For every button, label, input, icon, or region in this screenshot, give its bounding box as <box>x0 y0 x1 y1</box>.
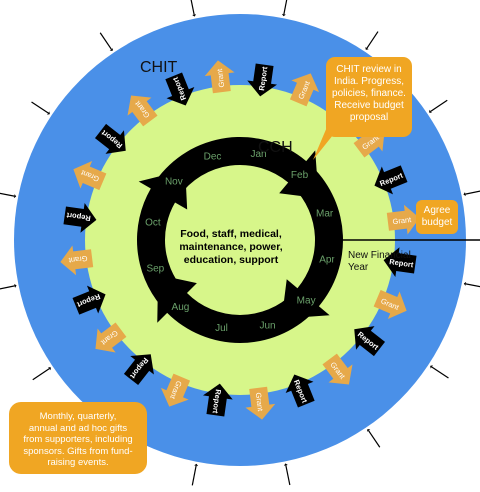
gifts-callout: Monthly, quarterly, annual and ad hoc gi… <box>9 402 147 474</box>
report-arrow: Report <box>63 203 97 233</box>
report-arrow: Report <box>285 374 315 408</box>
gifts-line-4: sponsors. Gifts from fund- <box>23 445 133 457</box>
new-financial-year-line-2: Year <box>348 262 369 273</box>
budget-line-2: budget <box>421 217 453 228</box>
report-arrow: Report <box>203 383 233 417</box>
report-arrow: Report <box>374 165 408 195</box>
cycle-arrows <box>137 137 343 344</box>
review-line-1: CHIT review in <box>336 64 402 75</box>
grant-arrow: Grant <box>289 73 320 107</box>
center-text-line-2: maintenance, power, <box>179 241 282 253</box>
review-line-2: India. Progress, <box>333 76 405 87</box>
grant-arrow-label: Grant <box>392 215 413 226</box>
gift-arrow <box>0 283 17 290</box>
grant-arrow-label: Grant <box>215 67 226 88</box>
gift-arrow <box>463 190 480 197</box>
gift-arrow <box>0 192 17 199</box>
month-label-jan: Jan <box>250 149 266 160</box>
grant-arrow: Grant <box>73 160 107 191</box>
cycle-arrow-1 <box>155 137 319 199</box>
chit-review-callout: CHIT review in India. Progress, policies… <box>326 57 412 137</box>
cycle-arrow-4 <box>137 169 188 307</box>
report-arrow: Report <box>94 123 126 154</box>
financial-year-arrow-head <box>330 264 340 272</box>
report-grant-arrow-ring: ReportGrantReportGrantReportGrantReportG… <box>60 60 420 420</box>
center-text: Food, staff, medical, maintenance, power… <box>179 228 282 266</box>
report-arrow-label: Report <box>257 66 269 92</box>
center-text-line-1: Food, staff, medical, <box>180 228 282 240</box>
gift-arrow <box>281 0 288 17</box>
new-financial-year-line-1: New Financial <box>348 250 411 261</box>
cycle-arrow-3 <box>157 274 313 344</box>
gift-arrow <box>31 101 50 115</box>
month-label-mar: Mar <box>316 208 334 219</box>
gift-arrow <box>365 31 379 50</box>
report-arrow: Report <box>165 72 195 106</box>
month-label-jun: Jun <box>259 321 275 332</box>
gifts-line-3: from supporters, including <box>23 434 133 445</box>
gift-arrow <box>191 463 199 486</box>
review-line-5: proposal <box>349 112 389 123</box>
agree-budget-callout: Agree budget <box>416 200 458 234</box>
grant-arrow: Grant <box>373 289 407 320</box>
gift-arrow <box>32 366 51 381</box>
month-label-jul: Jul <box>215 323 228 334</box>
gifts-line-2: annual and ad hoc gifts <box>28 422 128 434</box>
gift-arrow <box>366 429 381 448</box>
new-financial-year-marker: New Financial Year <box>318 239 480 273</box>
report-arrow: Report <box>72 285 106 315</box>
month-label-may: May <box>297 296 316 307</box>
grant-arrow-label: Grant <box>254 392 265 413</box>
grant-arrow: Grant <box>245 386 276 420</box>
month-label-feb: Feb <box>291 170 309 181</box>
gift-arrow <box>430 365 449 379</box>
budget-line-1: Agree <box>423 205 451 216</box>
gift-arrow <box>190 0 197 17</box>
report-arrow: Report <box>383 247 417 277</box>
gift-arrow <box>429 99 448 114</box>
cycle-arrow-2 <box>281 167 343 319</box>
grant-arrow: Grant <box>60 245 94 276</box>
gift-arrow <box>463 281 480 288</box>
month-label-nov: Nov <box>165 176 183 187</box>
cch-label: CCH <box>258 139 293 156</box>
grant-arrow: Grant <box>127 95 158 127</box>
report-arrow: Report <box>247 63 277 97</box>
month-label-aug: Aug <box>172 302 190 313</box>
report-arrow-label: Report <box>66 211 92 223</box>
grant-arrow: Grant <box>322 353 353 385</box>
month-label-sep: Sep <box>146 264 164 275</box>
grant-arrow: Grant <box>204 60 235 94</box>
report-arrow: Report <box>354 326 386 357</box>
center-text-line-3: education, support <box>184 254 279 266</box>
report-arrow-label: Report <box>389 257 415 269</box>
month-label-oct: Oct <box>145 217 161 228</box>
gift-arrow <box>283 463 291 486</box>
gifts-line-5: raising events. <box>47 457 109 468</box>
report-arrow: Report <box>123 354 154 386</box>
month-label-apr: Apr <box>319 255 335 266</box>
gift-arrow <box>99 32 114 51</box>
grant-arrow: Grant <box>160 373 191 407</box>
chit-label: CHIT <box>140 59 178 76</box>
grant-arrow-label: Grant <box>67 254 88 265</box>
month-label-dec: Dec <box>204 151 222 162</box>
gifts-line-1: Monthly, quarterly, <box>39 411 117 422</box>
grant-arrow: Grant <box>95 322 127 353</box>
review-line-4: Receive budget <box>334 100 404 111</box>
grant-arrow: Grant <box>386 204 420 235</box>
review-line-3: policies, finance. <box>332 88 406 99</box>
report-arrow-label: Report <box>211 389 223 415</box>
